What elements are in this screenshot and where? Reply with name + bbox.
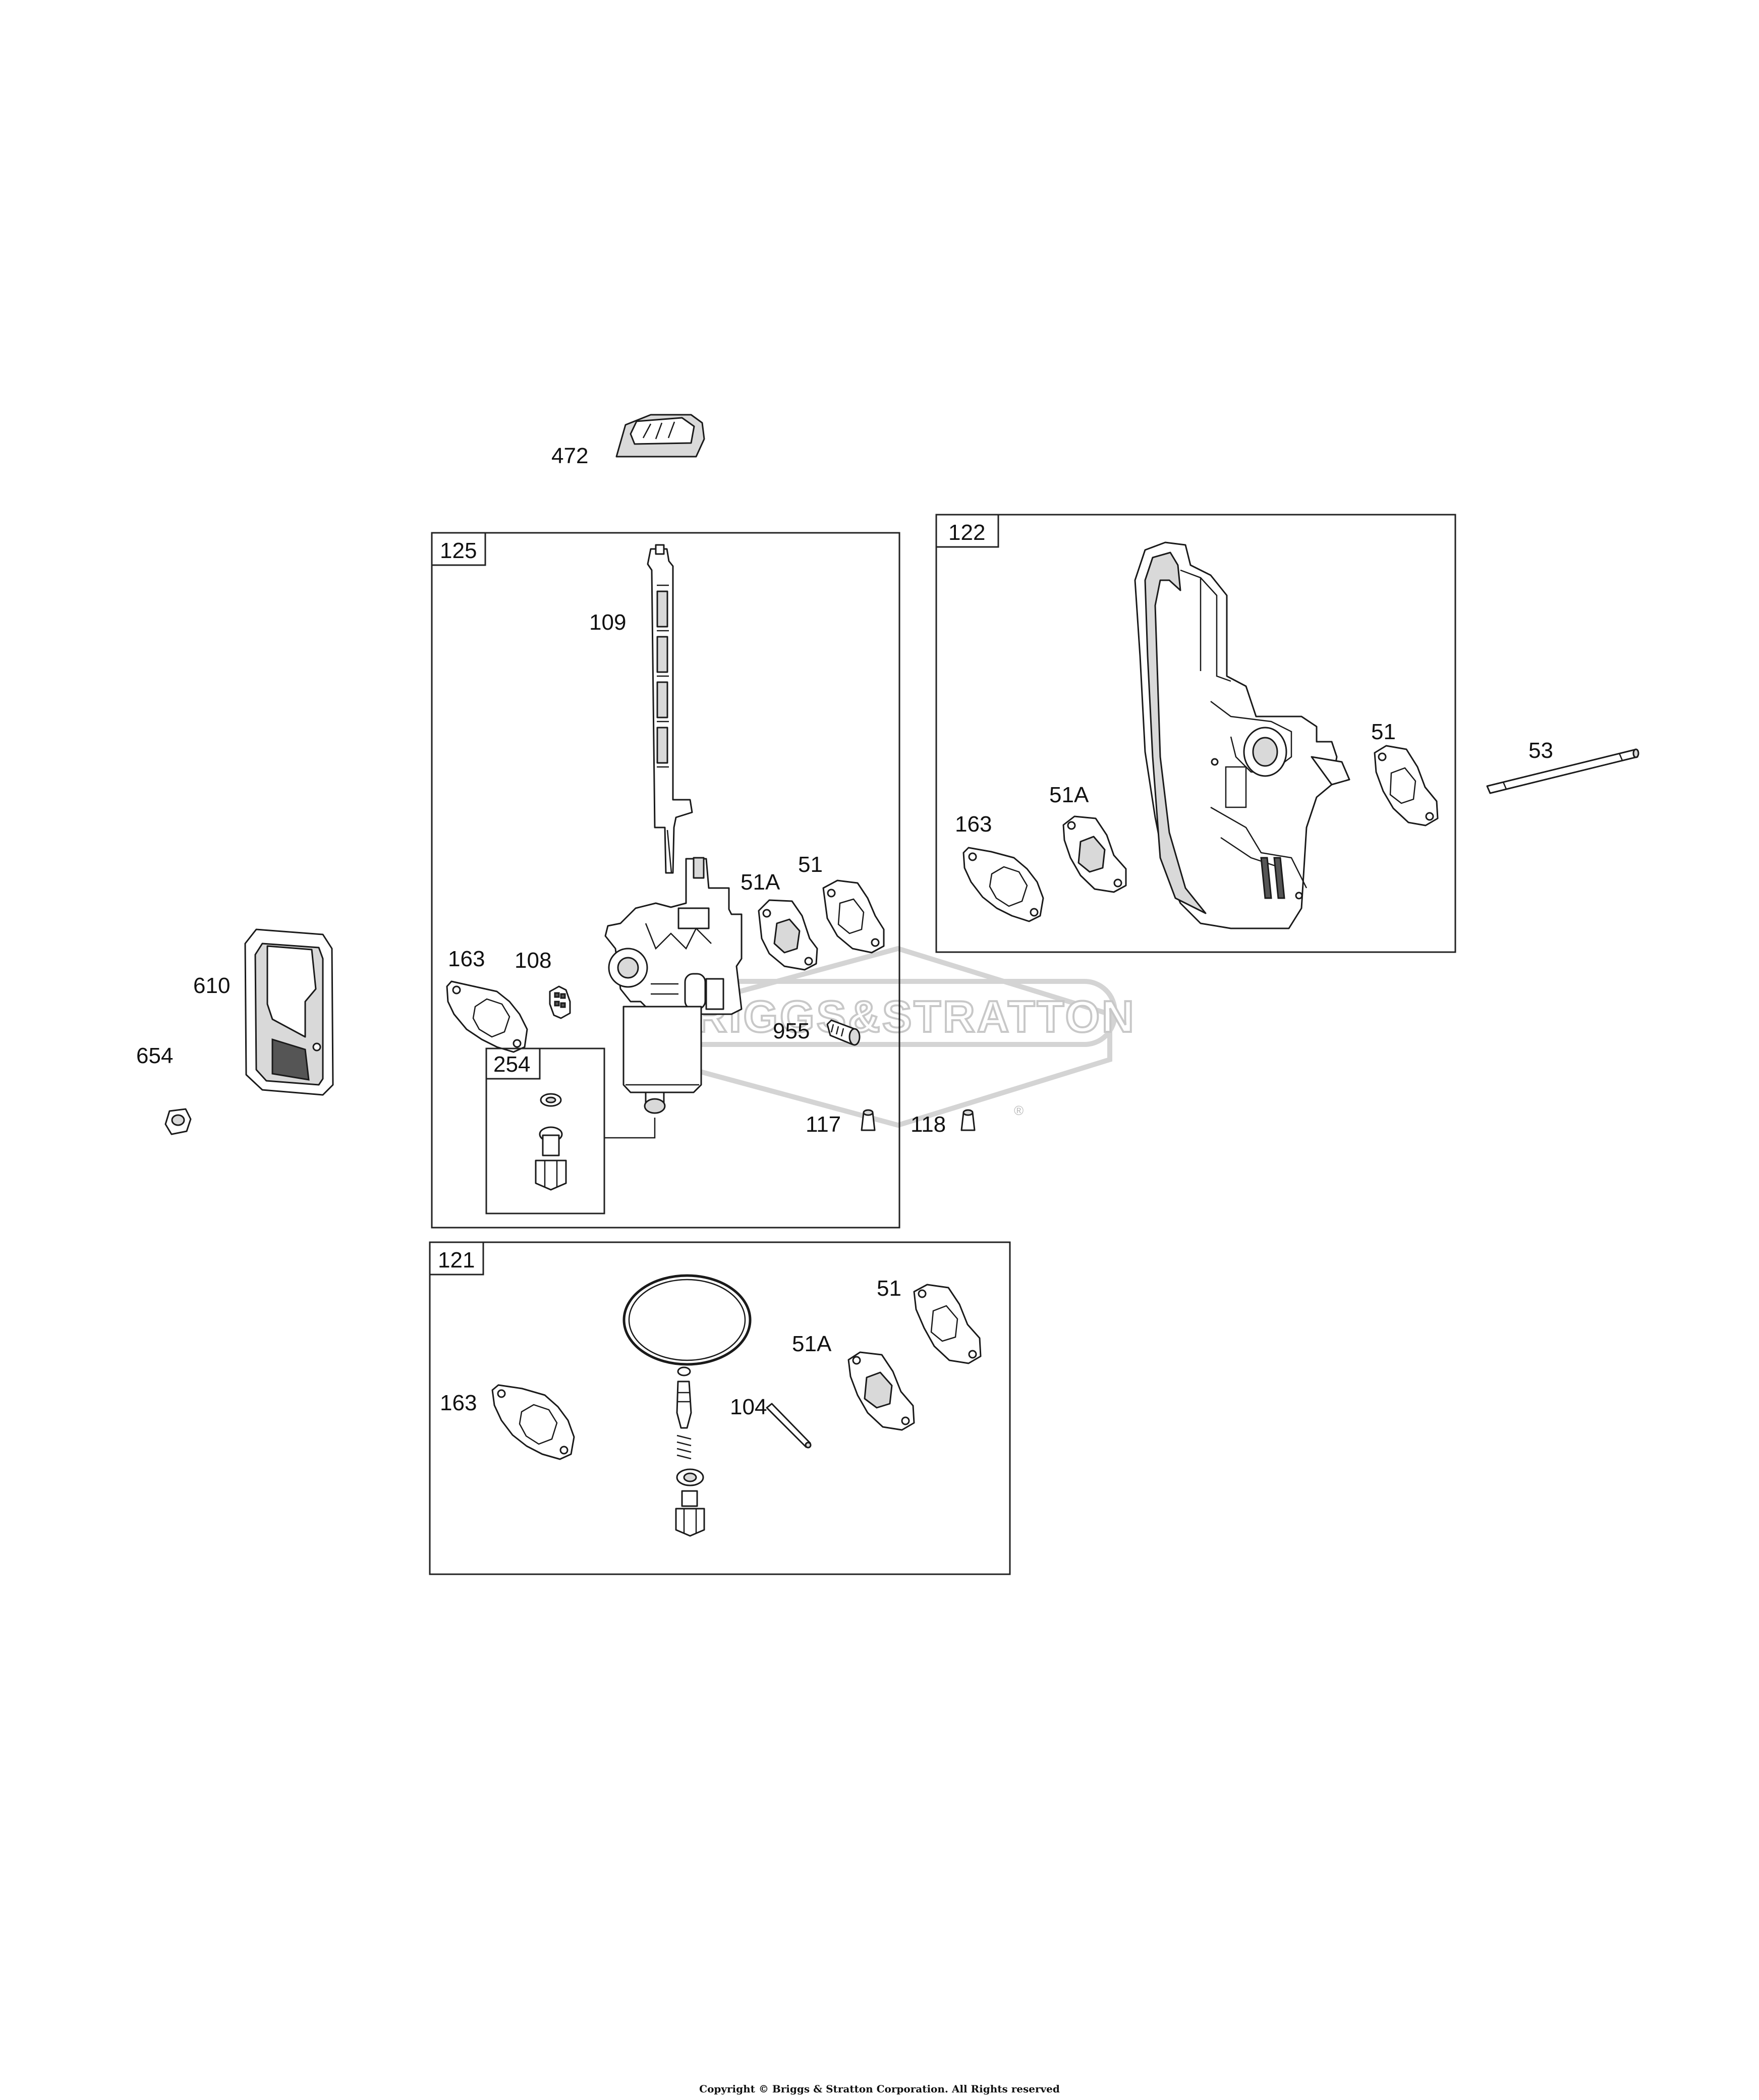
label-51A-125: 51A [741, 870, 780, 895]
label-163-122: 163 [955, 812, 992, 837]
part-122-throttle-bracket [1134, 541, 1350, 929]
label-163-121: 163 [440, 1391, 477, 1415]
part-955-screw [826, 1019, 861, 1046]
group-121-frame [429, 1241, 1011, 1575]
label-117: 117 [806, 1112, 841, 1137]
part-121-bowl-gasket [622, 1274, 752, 1366]
label-51A-122: 51A [1049, 783, 1089, 807]
label-125: 125 [440, 538, 477, 563]
part-104-pin [766, 1403, 812, 1449]
part-51-gasket-122 [1374, 745, 1439, 826]
watermark-registered-mark: ® [1014, 1103, 1024, 1118]
group-122-frame [935, 514, 1456, 953]
label-104: 104 [730, 1395, 767, 1419]
label-51A-121: 51A [792, 1332, 832, 1356]
part-51A-gasket [758, 899, 818, 971]
group-121-tag [429, 1241, 484, 1276]
part-51A-gasket-121 [847, 1351, 915, 1431]
part-109-fuel-screen [647, 544, 693, 874]
part-254-bowl-nut [535, 1093, 567, 1191]
part-163-gasket [446, 980, 528, 1053]
part-163-gasket-122 [962, 847, 1044, 922]
label-51-122: 51 [1371, 720, 1396, 744]
label-122: 122 [948, 520, 985, 545]
part-610-muffler-shield [244, 928, 334, 1096]
part-51-gasket [822, 879, 885, 954]
part-163-gasket-121 [491, 1384, 575, 1460]
label-254: 254 [493, 1052, 530, 1077]
part-51A-gasket-122 [1062, 815, 1127, 893]
part-53-rod [1486, 748, 1639, 794]
group-254-tag [485, 1047, 541, 1080]
part-118-jet [960, 1109, 976, 1131]
label-955: 955 [773, 1019, 810, 1043]
label-118: 118 [911, 1112, 946, 1137]
part-108-insulator [549, 985, 571, 1019]
part-121-needle-valve [675, 1366, 705, 1537]
carburetor-assembly [604, 857, 743, 1139]
group-122-tag [935, 514, 999, 548]
part-472-cover [615, 414, 705, 458]
copyright-notice: Copyright © Briggs & Stratton Corporatio… [699, 2083, 1060, 2095]
label-654: 654 [136, 1043, 173, 1068]
label-51-125: 51 [798, 852, 823, 877]
label-121: 121 [438, 1248, 475, 1273]
group-125-tag [431, 532, 486, 566]
label-109: 109 [589, 610, 626, 635]
label-108: 108 [515, 948, 551, 973]
label-51-121: 51 [877, 1276, 901, 1301]
part-51-gasket-121 [913, 1284, 982, 1364]
part-117-jet [861, 1109, 876, 1131]
label-472: 472 [551, 444, 588, 468]
part-654-nut [164, 1108, 192, 1135]
label-610: 610 [193, 973, 230, 998]
group-254-frame [485, 1047, 605, 1214]
group-125-frame [431, 532, 900, 1229]
label-163-125: 163 [448, 947, 485, 971]
label-53: 53 [1528, 738, 1553, 763]
